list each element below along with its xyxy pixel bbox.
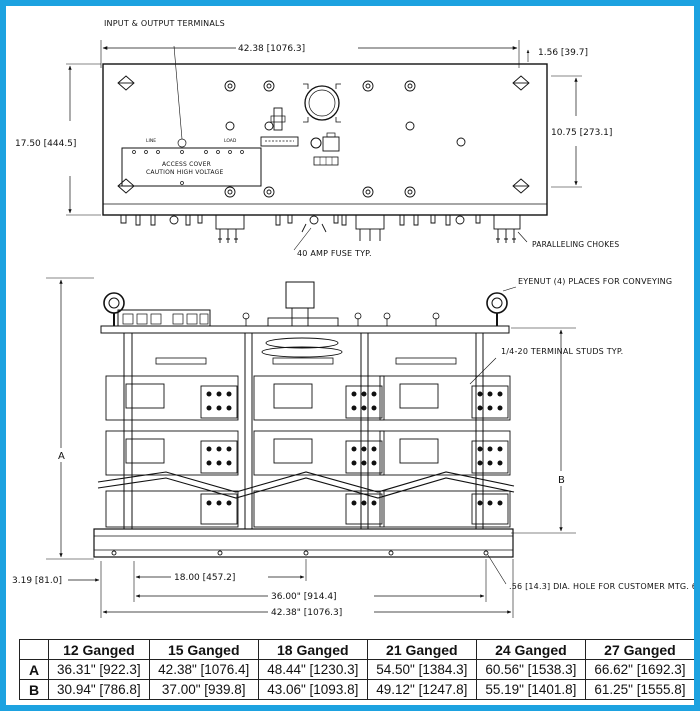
fuse-label: 40 AMP FUSE TYP. <box>297 249 372 258</box>
table-header-cell: 21 Ganged <box>366 639 477 660</box>
bottom-dim-label: 3.19 [81.0] <box>12 576 62 586</box>
table-cell: 48.44" [1230.3] <box>257 659 368 680</box>
table-header-corner <box>19 639 49 660</box>
table-cell: 55.19" [1401.8] <box>475 679 586 700</box>
table-cell: 54.50" [1384.3] <box>366 659 477 680</box>
chokes-label: PARALLELING CHOKES <box>532 240 619 249</box>
load-label: LOAD <box>224 138 237 144</box>
table-cell: 42.38" [1076.4] <box>148 659 259 680</box>
dim-42-label: 42.38" [1076.3] <box>271 608 342 618</box>
table-header-cell: 27 Ganged <box>584 639 694 660</box>
io-terminals-label: INPUT & OUTPUT TERMINALS <box>104 19 225 28</box>
table-cell: 36.31" [922.3] <box>48 659 150 680</box>
edge-dim-label: 1.56 [39.7] <box>538 48 588 58</box>
ganged-dimensions-table: 12 Ganged 15 Ganged 18 Ganged 21 Ganged … <box>19 639 694 700</box>
caution-label: CAUTION HIGH VOLTAGE <box>146 169 223 176</box>
table-cell: 30.94" [786.8] <box>48 679 150 700</box>
height-dim-label: 17.50 [444.5] <box>15 139 76 149</box>
table-header-cell: 12 Ganged <box>48 639 150 660</box>
top-view <box>66 40 582 251</box>
eyenut-label: EYENUT (4) PLACES FOR CONVEYING <box>518 277 672 286</box>
studs-label: 1/4-20 TERMINAL STUDS TYP. <box>501 347 623 356</box>
dim-b-label: B <box>558 475 565 486</box>
table-cell: 49.12" [1247.8] <box>366 679 477 700</box>
dim-18-label: 18.00 [457.2] <box>174 573 235 583</box>
table-header-cell: 15 Ganged <box>148 639 259 660</box>
row-label: A <box>19 659 49 680</box>
table-cell: 60.56" [1538.3] <box>475 659 586 680</box>
table-cell: 66.62" [1692.3] <box>584 659 694 680</box>
table-row: B 30.94" [786.8] 37.00" [939.8] 43.06" [… <box>19 679 694 700</box>
table-header-cell: 18 Ganged <box>257 639 368 660</box>
table-cell: 43.06" [1093.8] <box>257 679 368 700</box>
row-label: B <box>19 679 49 700</box>
front-view <box>46 277 576 618</box>
inner-dim-label: 10.75 [273.1] <box>551 128 612 138</box>
width-dim-label: 42.38 [1076.3] <box>238 44 305 54</box>
access-cover-label: ACCESS COVER <box>162 161 211 168</box>
table-header-row: 12 Ganged 15 Ganged 18 Ganged 21 Ganged … <box>19 639 694 660</box>
table-header-cell: 24 Ganged <box>475 639 586 660</box>
dim-36-label: 36.00" [914.4] <box>271 592 337 602</box>
svg-text:INPUT & OUTPUT TERMINALS: INPUT & OUTPUT TERMINALS <box>104 19 225 28</box>
dim-a-label: A <box>58 451 65 462</box>
table-cell: 61.25" [1555.8] <box>584 679 694 700</box>
technical-drawing: INPUT & OUTPUT TERMINALS 42.38 [1076.3] … <box>12 19 694 618</box>
table-cell: 37.00" [939.8] <box>148 679 259 700</box>
line-label: LINE <box>146 138 156 144</box>
table-row: A 36.31" [922.3] 42.38" [1076.4] 48.44" … <box>19 659 694 680</box>
hole-label: .56 [14.3] DIA. HOLE FOR CUSTOMER MTG. 6… <box>509 582 694 591</box>
